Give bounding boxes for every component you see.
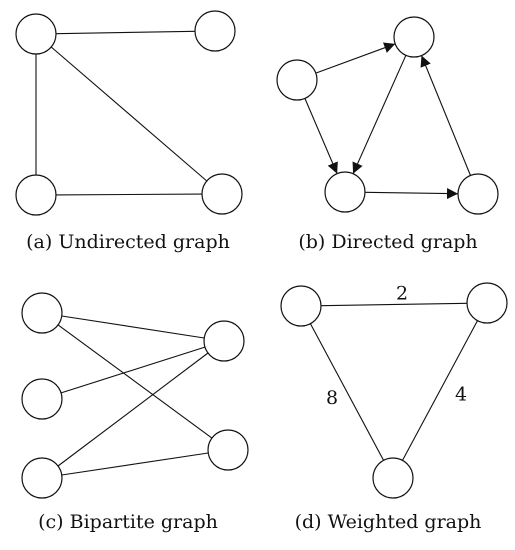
graph-node-c1 — [21, 292, 63, 334]
edge-d2-d3 — [402, 320, 478, 461]
graph-node-c5 — [207, 429, 249, 471]
graph-node-c3 — [21, 457, 63, 499]
edge-b1-b2-arrow — [315, 42, 396, 74]
edge-a3-a4 — [55, 193, 203, 196]
graph-node-b4 — [457, 173, 499, 215]
edge-a1-a2 — [55, 30, 196, 35]
edge-weight-label: 2 — [396, 283, 408, 305]
caption-directed-graph: (b) Directed graph — [298, 231, 477, 253]
panel-weighted-graph: 2 8 4 (d) Weighted graph — [280, 282, 508, 533]
edge-d1-d2 — [320, 302, 468, 307]
edge-c1-c4 — [61, 315, 205, 339]
edge-c2-c4 — [60, 346, 206, 394]
caption-weighted-graph: (d) Weighted graph — [295, 511, 482, 533]
graph-node-d2 — [466, 282, 508, 324]
edge-c1-c5 — [57, 324, 213, 439]
graph-node-c4 — [203, 320, 245, 362]
panel-undirected-graph: (a) Undirected graph — [15, 10, 243, 253]
graph-node-d1 — [280, 285, 322, 327]
graph-node-d3 — [372, 457, 414, 499]
caption-bipartite-graph: (c) Bipartite graph — [38, 511, 218, 533]
edge-b4-b2-arrow — [420, 55, 472, 176]
edge-b1-b3-arrow — [304, 98, 338, 174]
edge-b2-b3-arrow — [352, 55, 407, 174]
panel-bipartite-graph: (c) Bipartite graph — [21, 292, 249, 533]
graph-node-a3 — [15, 174, 57, 216]
edge-b3-b4-arrow — [364, 188, 459, 200]
graph-node-b2 — [393, 16, 435, 58]
graph-node-b3 — [324, 171, 366, 213]
graph-node-a4 — [201, 173, 243, 215]
graph-node-a1 — [15, 13, 57, 55]
graph-node-a2 — [194, 10, 236, 52]
graph-node-b1 — [276, 59, 318, 101]
edge-c3-c5 — [61, 452, 209, 476]
edge-a1-a4 — [50, 46, 208, 182]
edge-weight-label: 4 — [455, 384, 467, 406]
edge-c3-c4 — [57, 352, 209, 467]
edge-d1-d3 — [309, 323, 385, 461]
caption-undirected-graph: (a) Undirected graph — [26, 231, 230, 253]
graph-node-c2 — [21, 378, 63, 420]
panel-directed-graph: (b) Directed graph — [276, 16, 499, 253]
edge-weight-label: 8 — [326, 387, 338, 409]
